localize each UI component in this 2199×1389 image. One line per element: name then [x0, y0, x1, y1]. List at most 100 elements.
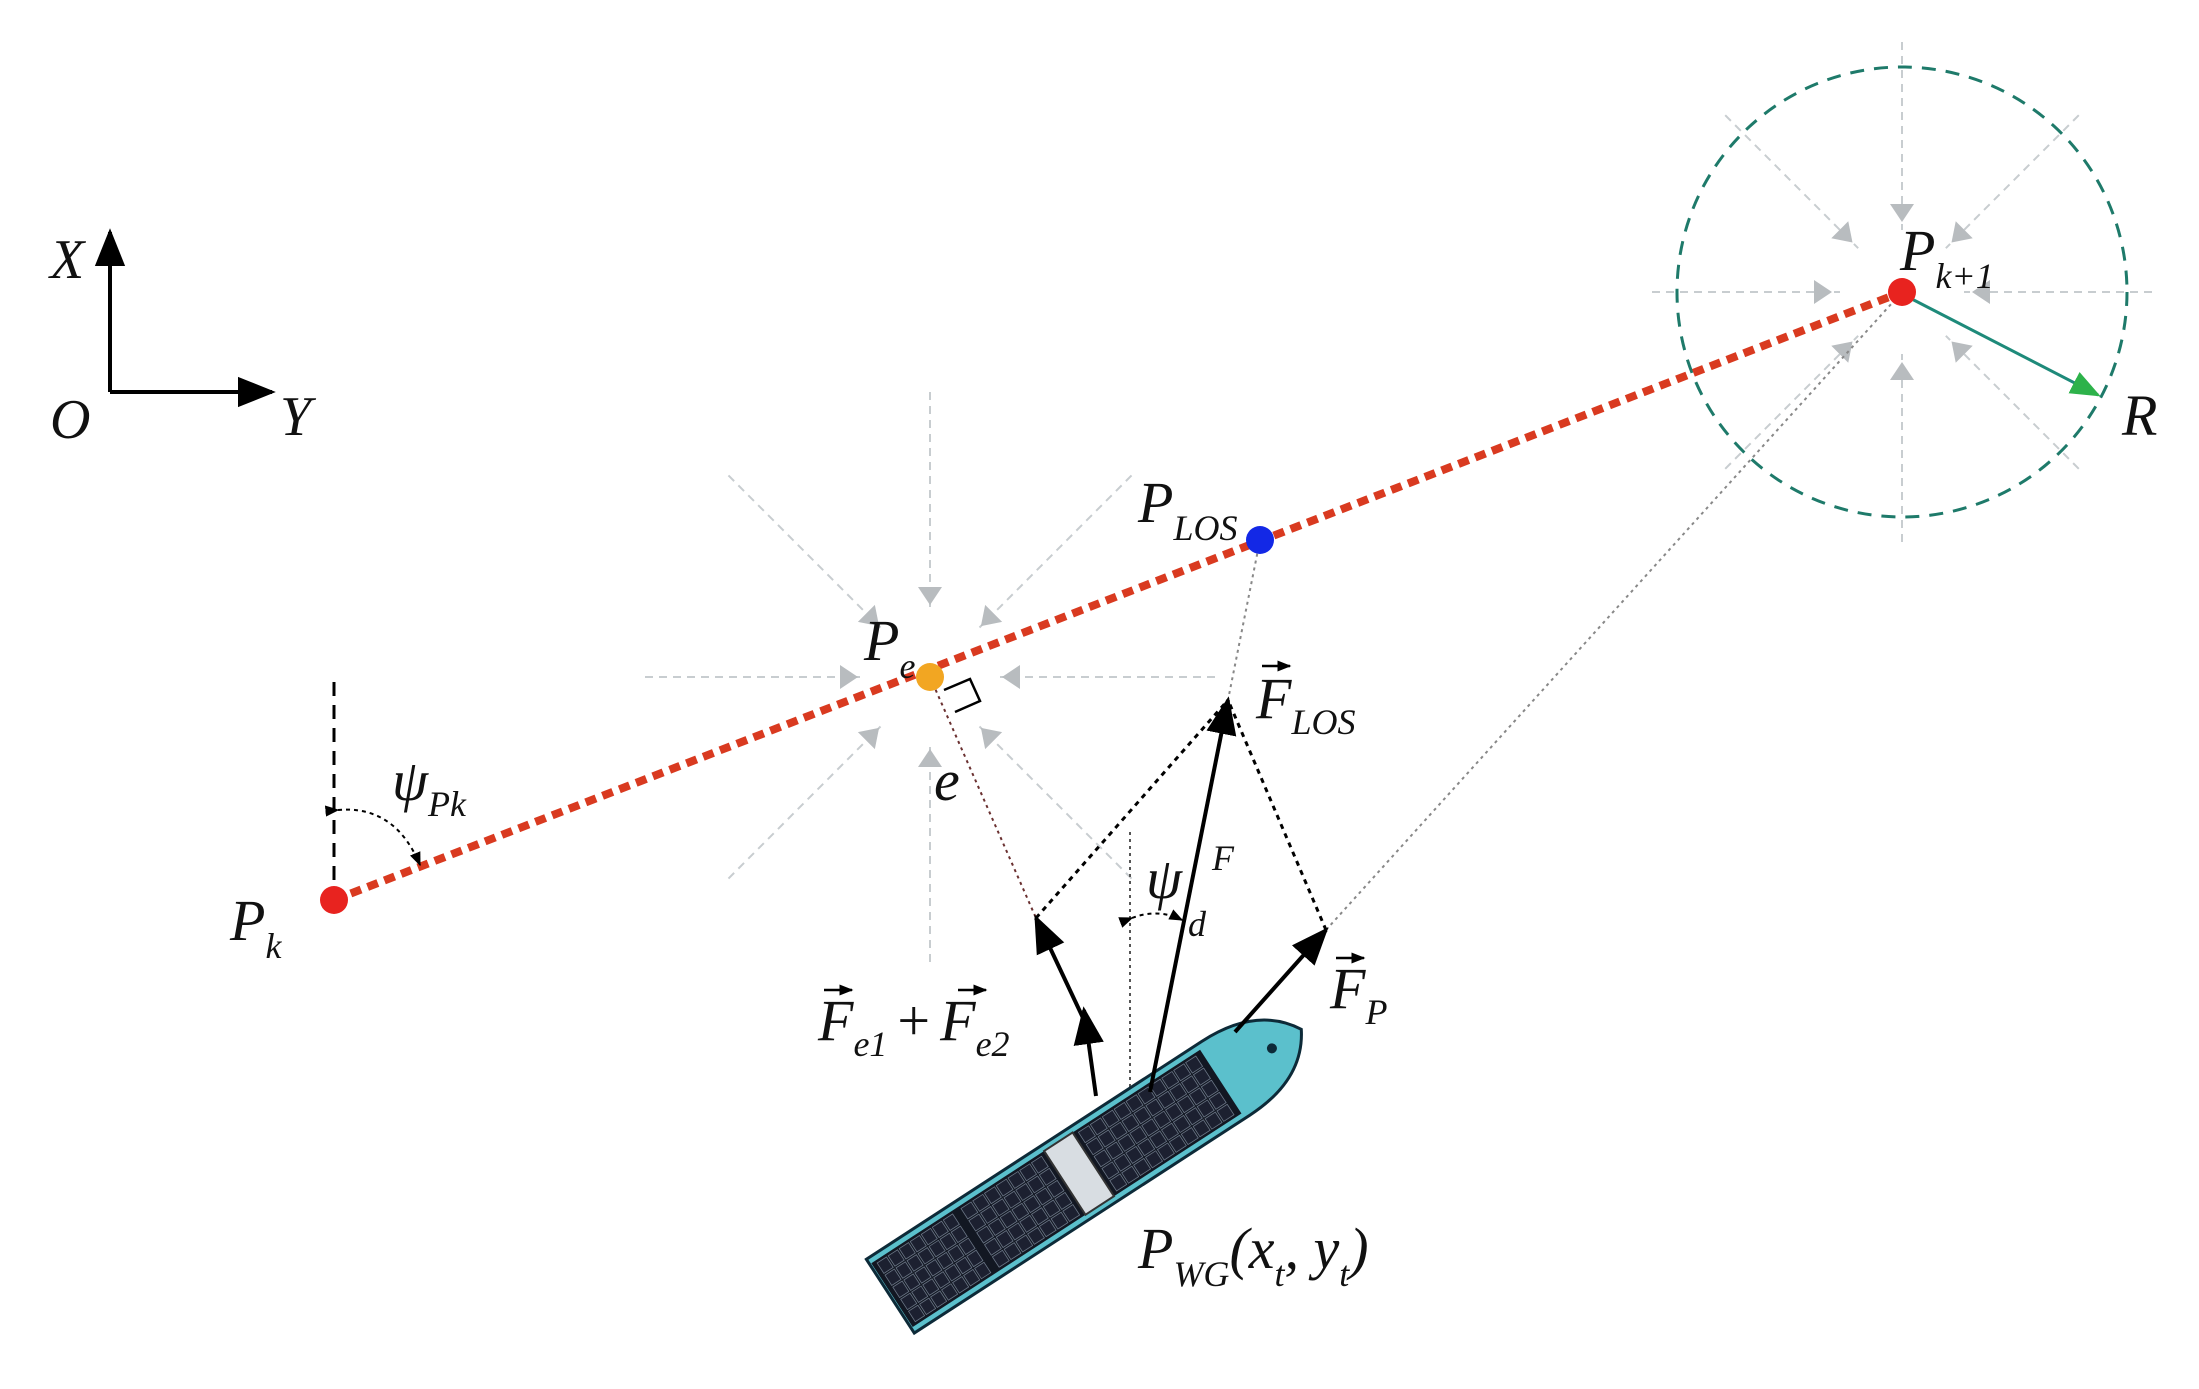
pe-point: [916, 663, 944, 691]
solar-cell: [920, 1227, 938, 1246]
solar-cell: [884, 1268, 902, 1287]
pe-label: Pe: [863, 608, 915, 686]
solar-cell: [1161, 1070, 1180, 1090]
field-guide-line: [727, 474, 882, 629]
field-guide-arrowhead: [1951, 341, 1973, 363]
vessel-bow-mark: [1266, 1043, 1277, 1054]
solar-cell: [983, 1237, 1002, 1256]
solar-cell: [1173, 1063, 1192, 1082]
solar-cell: [1216, 1103, 1235, 1122]
fp-label: FP: [1329, 956, 1387, 1032]
force-arrows: [1034, 696, 1329, 1097]
solar-cell: [876, 1256, 894, 1274]
solar-cell: [1019, 1163, 1038, 1182]
flos-label: FLOS: [1255, 666, 1355, 742]
plos-point: [1246, 526, 1274, 554]
wave-glider-vessel: [864, 1018, 1303, 1336]
field-guide-arrowhead: [1951, 221, 1973, 243]
solar-cell: [966, 1249, 984, 1268]
field-guide-arrowhead: [840, 665, 858, 689]
solar-cell: [995, 1230, 1014, 1249]
solar-cell: [1192, 1067, 1211, 1086]
solar-cell: [1023, 1195, 1042, 1214]
solar-cell: [1077, 1125, 1096, 1144]
attraction-field-guides: [645, 42, 2152, 962]
solar-cell: [1185, 1055, 1204, 1074]
solar-cell: [1003, 1190, 1022, 1209]
right-angle-marker: [943, 677, 982, 714]
field-guide-arrowhead: [857, 727, 880, 750]
solar-cell: [900, 1292, 918, 1311]
solar-cell: [1180, 1126, 1199, 1146]
solar-cell: [1176, 1095, 1196, 1114]
solar-cell: [1113, 1101, 1132, 1121]
solar-cell: [941, 1283, 959, 1301]
flos-force-arrow: [1148, 696, 1237, 1093]
solar-cell: [1003, 1242, 1022, 1261]
origin-label: O: [50, 389, 90, 451]
solar-cell: [1168, 1134, 1187, 1153]
solar-cell: [955, 1256, 973, 1275]
solar-cell: [950, 1225, 968, 1244]
field-guide-arrowhead: [857, 604, 880, 627]
solar-cell: [906, 1254, 924, 1272]
solar-cell: [947, 1244, 965, 1263]
solar-cell: [1105, 1141, 1124, 1160]
solar-cell: [1196, 1099, 1215, 1118]
solar-cell: [895, 1261, 913, 1279]
solar-cell: [958, 1237, 976, 1256]
solar-cell: [1133, 1106, 1152, 1125]
solar-cell: [933, 1271, 951, 1289]
solar-cell: [1144, 1150, 1164, 1169]
solar-cell: [1113, 1153, 1132, 1172]
fe-force-arrow-1: [1073, 1006, 1104, 1097]
solar-cell: [918, 1297, 937, 1316]
solar-cell: [1030, 1207, 1049, 1226]
solar-cell: [1184, 1107, 1203, 1126]
solar-cell: [1125, 1145, 1144, 1164]
auxiliary-lines: [332, 291, 1903, 1090]
coordinate-axes: X Y O: [48, 228, 317, 451]
solar-cell: [944, 1263, 962, 1282]
solar-cell: [911, 1285, 929, 1304]
pk1-point: [1888, 278, 1916, 306]
field-guide-arrowhead: [980, 604, 1003, 627]
fe-force-arrow-2: [1034, 914, 1086, 1021]
psi-pk-label: ψPk: [392, 748, 467, 824]
solar-cell: [909, 1234, 927, 1253]
fp-force-arrow: [1233, 927, 1329, 1034]
solar-cell: [1015, 1234, 1034, 1253]
solar-cell: [1133, 1157, 1152, 1177]
solar-cell: [991, 1198, 1010, 1217]
solar-cell: [1149, 1078, 1168, 1097]
solar-cell: [1038, 1167, 1057, 1186]
solar-cell: [1011, 1202, 1030, 1221]
y-axis-label: Y: [280, 386, 317, 448]
solar-cell: [1121, 1113, 1140, 1133]
solar-cell: [983, 1186, 1002, 1205]
solar-cell: [968, 1213, 987, 1232]
psi-d-arc: [1118, 909, 1184, 928]
solar-cell: [922, 1278, 940, 1296]
solar-cell: [1169, 1083, 1188, 1102]
field-guide-arrowhead: [1831, 221, 1853, 243]
solar-cell: [1149, 1130, 1168, 1149]
field-guide-line: [727, 725, 882, 880]
field-guide-line: [978, 474, 1133, 629]
field-guide-arrowhead: [1972, 280, 1990, 304]
solar-cell: [1050, 1211, 1069, 1230]
pwg-label: PWG(xt, yt): [1137, 1216, 1369, 1294]
solar-cell: [976, 1225, 995, 1244]
waypoints: [320, 278, 1916, 914]
solar-cell: [1042, 1199, 1061, 1218]
solar-cell: [995, 1178, 1014, 1197]
solar-cell: [974, 1261, 992, 1280]
force-parallelogram: [1034, 699, 1328, 931]
solar-cell: [1027, 1175, 1045, 1194]
pe-to-fe-line: [929, 676, 1037, 919]
radius-arrow: [1905, 294, 2101, 397]
field-guide-arrowhead: [918, 587, 942, 605]
solar-cell: [887, 1249, 905, 1267]
solar-cell: [1007, 1170, 1026, 1189]
solar-cell: [1157, 1090, 1176, 1109]
